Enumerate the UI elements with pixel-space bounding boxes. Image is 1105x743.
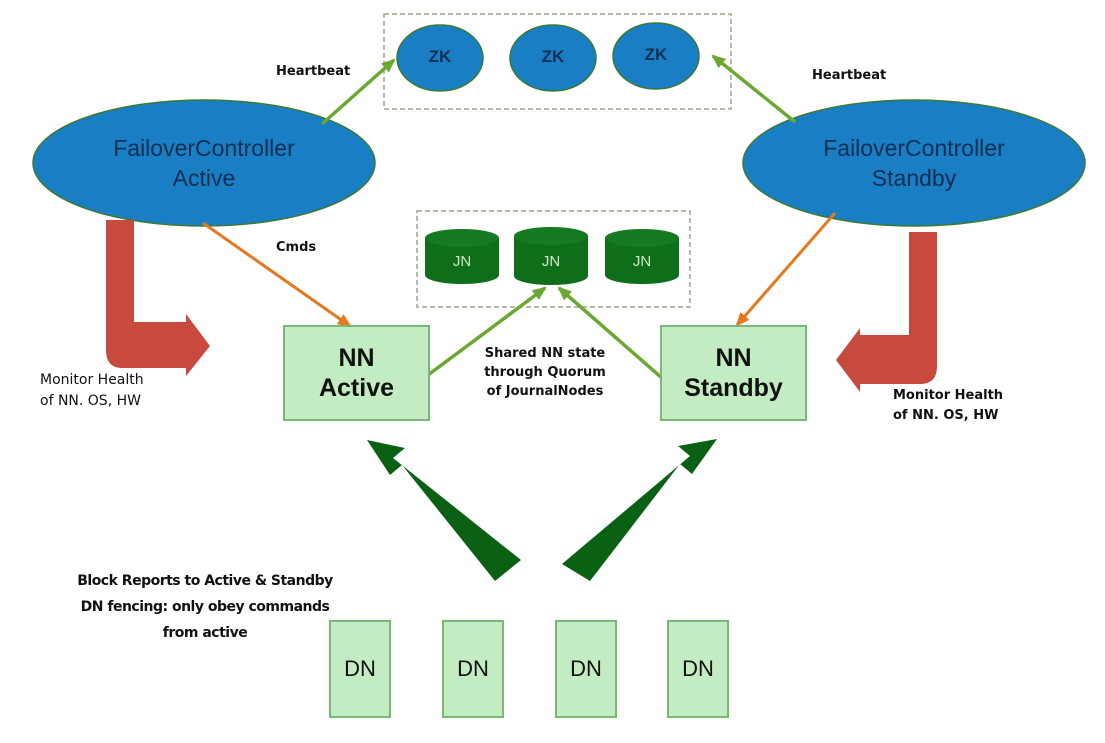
failover-active-line1: FailoverController bbox=[113, 135, 295, 161]
shared-state-label: Shared NN state through Quorum of Journa… bbox=[470, 344, 620, 401]
jn-label-1: JN bbox=[452, 253, 472, 270]
namenode-standby-line1: NN bbox=[715, 344, 752, 372]
shared-state-line1: Shared NN state bbox=[484, 346, 606, 361]
shared-state-arrow-standby bbox=[557, 286, 664, 380]
monitor-health-right-label: Monitor Health of NN. OS, HW bbox=[893, 386, 1003, 426]
namenode-active-line2: Active bbox=[318, 374, 395, 402]
namenode-active-line1: NN bbox=[338, 344, 375, 372]
block-report-arrow-active bbox=[367, 440, 521, 581]
jn-label-3: JN bbox=[632, 253, 652, 270]
jn-node-1 bbox=[425, 229, 499, 284]
failover-standby-line2: Standby bbox=[871, 165, 957, 191]
failover-controller-active bbox=[32, 99, 376, 227]
block-reports-line2: DN fencing: only obey commands bbox=[80, 599, 330, 615]
heartbeat-arrow-left bbox=[320, 58, 396, 126]
block-reports-line1: Block Reports to Active & Standby bbox=[77, 573, 333, 589]
monitor-health-left-label: Monitor Health of NN. OS, HW bbox=[40, 370, 144, 412]
namenode-standby-line2: Standby bbox=[684, 374, 783, 402]
failover-standby-label: FailoverController Standby bbox=[764, 133, 1064, 193]
zk-node-2 bbox=[509, 24, 597, 92]
namenode-active: NN Active bbox=[283, 325, 430, 421]
datanode-3: DN bbox=[555, 620, 617, 718]
block-reports-label: Block Reports to Active & Standby DN fen… bbox=[50, 568, 360, 646]
monitor-right-line2: of NN. OS, HW bbox=[893, 408, 999, 423]
shared-state-arrow-active bbox=[426, 286, 547, 377]
heartbeat-arrow-right bbox=[711, 54, 797, 124]
failover-controller-standby bbox=[742, 99, 1086, 227]
datanode-4: DN bbox=[667, 620, 729, 718]
monitor-right-line1: Monitor Health bbox=[893, 388, 1004, 403]
zk-label-1: ZK bbox=[428, 47, 452, 66]
monitor-left-line1: Monitor Health bbox=[40, 372, 144, 388]
jn-node-3 bbox=[605, 229, 679, 284]
zk-node-1 bbox=[396, 24, 484, 92]
jn-label-2: JN bbox=[541, 253, 561, 270]
failover-active-line2: Active bbox=[172, 165, 236, 191]
cmd-arrow-active bbox=[202, 221, 352, 328]
zk-node-3 bbox=[612, 22, 700, 90]
zk-label-3: ZK bbox=[644, 45, 668, 64]
monitor-arrow-left bbox=[106, 220, 210, 376]
failover-standby-line1: FailoverController bbox=[823, 135, 1005, 161]
cmd-arrow-standby bbox=[735, 212, 837, 327]
monitor-left-line2: of NN. OS, HW bbox=[40, 393, 141, 409]
shared-state-line2: through Quorum bbox=[484, 365, 606, 380]
block-reports-line3: from active bbox=[162, 625, 248, 641]
datanode-2: DN bbox=[442, 620, 504, 718]
namenode-standby: NN Standby bbox=[660, 325, 807, 421]
failover-active-label: FailoverController Active bbox=[54, 133, 354, 193]
heartbeat-label-right: Heartbeat bbox=[812, 68, 887, 83]
block-report-arrow-standby bbox=[562, 439, 717, 581]
heartbeat-label-left: Heartbeat bbox=[276, 64, 351, 79]
jn-node-2 bbox=[514, 227, 588, 285]
journal-group bbox=[416, 210, 691, 308]
shared-state-line3: of JournalNodes bbox=[486, 384, 604, 399]
datanode-1: DN bbox=[329, 620, 391, 718]
zk-label-2: ZK bbox=[541, 47, 565, 66]
cmds-label: Cmds bbox=[276, 240, 317, 255]
monitor-arrow-right bbox=[836, 232, 937, 392]
